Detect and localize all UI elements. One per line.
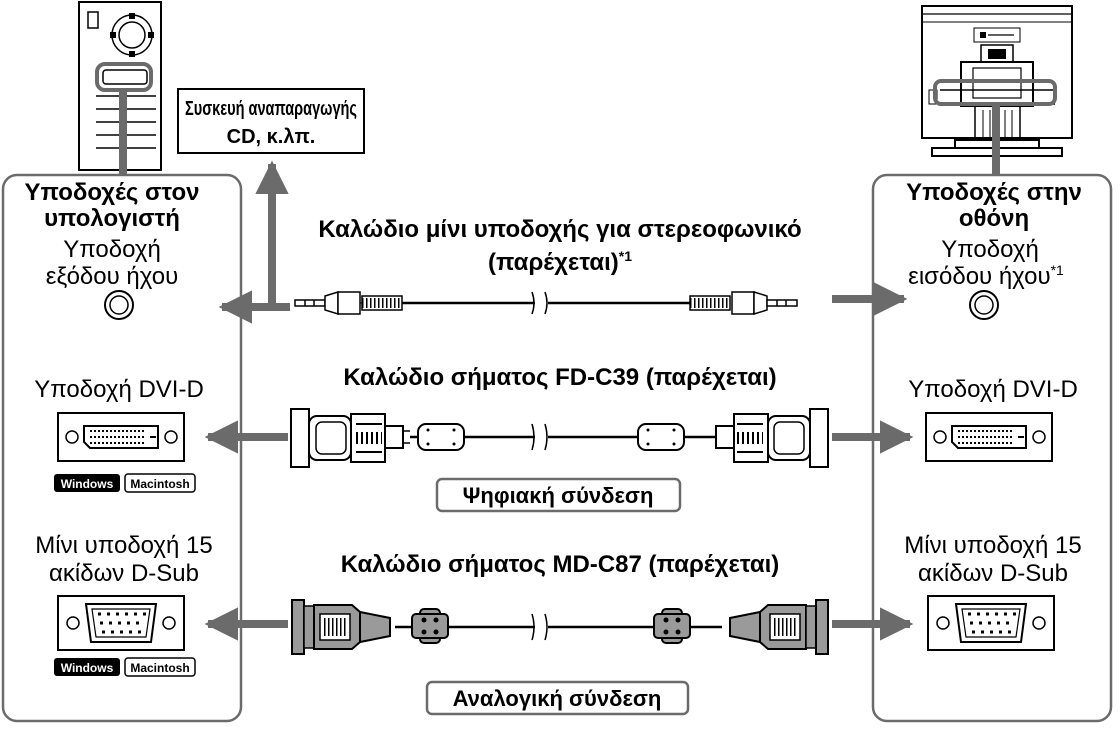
dvi-cable-title: Καλώδιο σήματος FD-C39 (παρέχεται) [343,364,776,391]
windows-badge: Windows [54,658,120,676]
dvi-signal-cable [290,408,829,468]
cd-player-box [177,88,365,154]
windows-badge: Windows [54,474,120,492]
digital-connection-box [435,477,682,513]
svg-text:Windows: Windows [61,477,114,491]
digital-connection-label: Ψηφιακή σύνδεση [463,483,654,508]
audio-cable-title-line1: Καλώδιο μίνι υποδοχής για στερεοφωνικό [318,216,801,243]
svg-text:Macintosh: Macintosh [130,477,189,491]
svg-text:Macintosh: Macintosh [130,661,189,675]
analog-connection-label: Αναλογική σύνδεση [453,686,662,711]
cd-player-label-line1: Συσκευή αναπαραγωγής [185,98,357,120]
macintosh-badge: Macintosh [124,473,196,493]
monitor-dvi-label: Υποδοχή DVI-D [908,376,1078,403]
computer-dsub-label-line1: Μίνι υποδοχή 15 [35,532,212,559]
monitor-audio-label-line1: Υποδοχή [941,236,1039,263]
monitor-dsub-label-line1: Μίνι υποδοχή 15 [904,532,1081,559]
computer-panel-title-line1: Υποδοχές στον [25,179,200,206]
monitor-dsub-label-line2: ακίδων D-Sub [918,560,1068,587]
computer-dsub-port-icon [57,595,185,651]
stereo-mini-jack-cable [294,290,798,316]
computer-dvi-port-icon [57,412,185,462]
analog-connection-box [425,680,690,716]
computer-tower-icon [78,1,162,174]
macintosh-badge: Macintosh [124,657,196,677]
audio-input-jack-icon [969,290,999,320]
svg-text:Windows: Windows [61,661,114,675]
monitor-dsub-port-icon [927,595,1055,651]
audio-cable-title-line2: (παρέχεται)*1 [488,248,632,276]
monitor-dvi-port-icon [925,412,1053,462]
computer-dsub-label-line2: ακίδων D-Sub [49,560,199,587]
vga-cable-title: Καλώδιο σήματος MD-C87 (παρέχεται) [341,551,780,578]
monitor-audio-label-line2: εισόδου ήχου*1 [908,262,1064,290]
computer-dvi-label: Υποδοχή DVI-D [34,376,204,403]
cd-player-label-line2: CD, κ.λπ. [227,126,316,148]
monitor-panel-title-line2: οθόνη [959,205,1029,232]
computer-audio-label-line2: εξόδου ήχου [46,263,178,290]
monitor-panel-title-line1: Υποδοχές στην [906,179,1082,206]
monitor-icon [921,5,1073,174]
computer-audio-label-line1: Υποδοχή [63,236,161,263]
audio-output-jack-icon [104,290,134,320]
computer-panel-title-line2: υπολογιστή [44,205,180,232]
analog-signal-cable [291,599,829,655]
